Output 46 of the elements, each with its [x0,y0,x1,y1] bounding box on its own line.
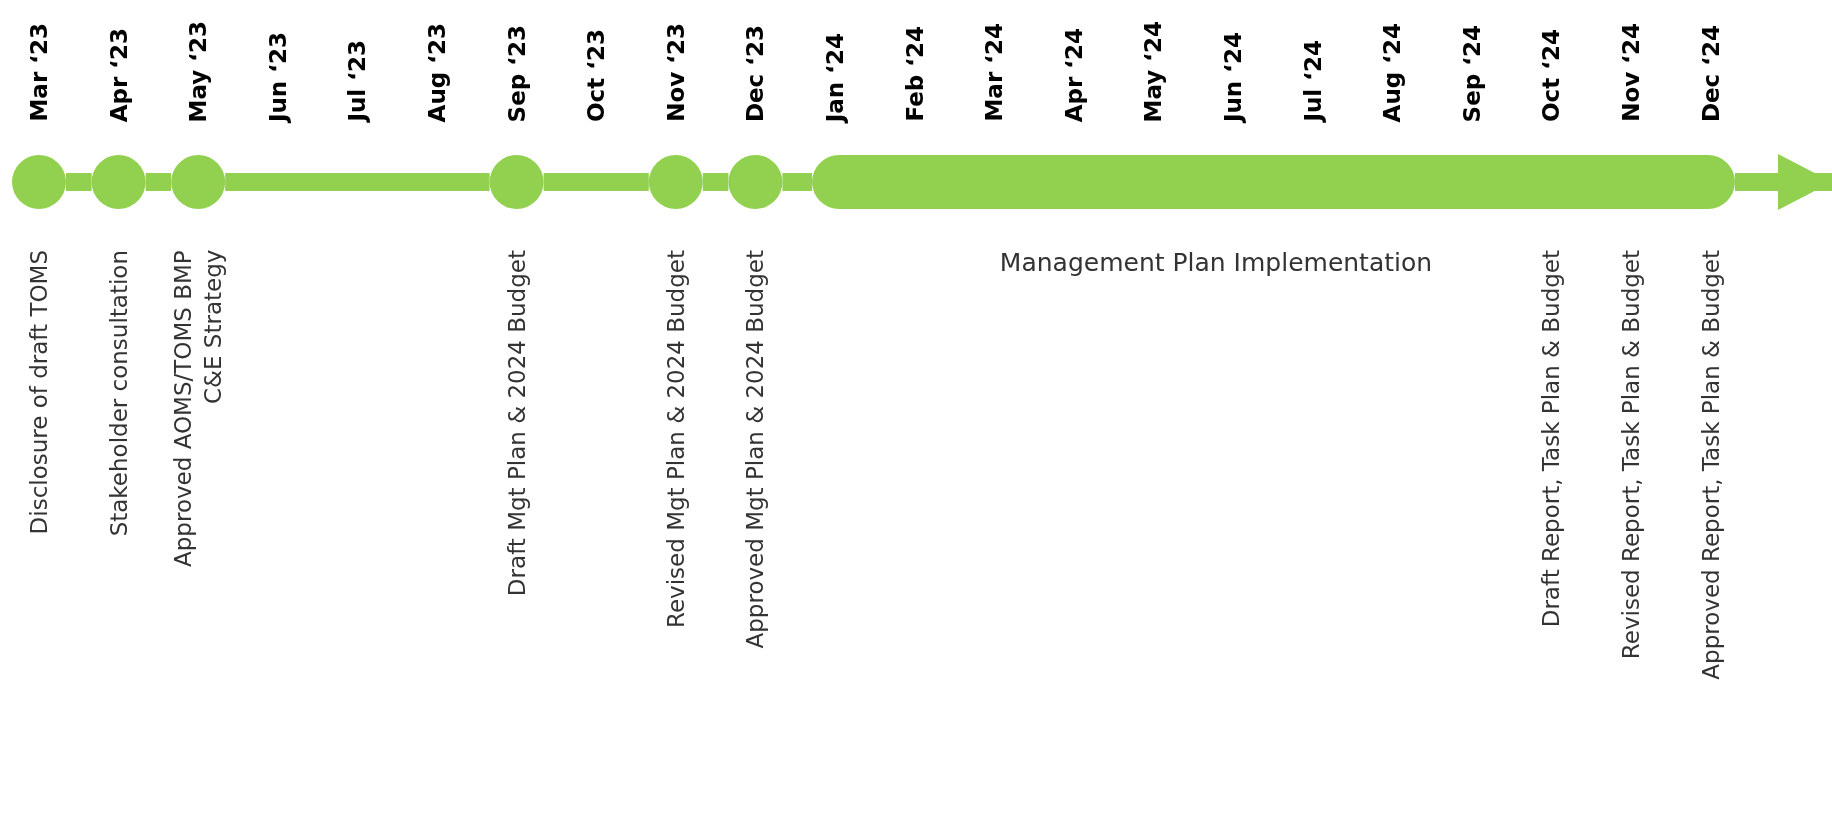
month-label: Nov ‘24 [1617,23,1645,122]
milestone-circle [91,155,146,209]
phase-bar [812,155,1735,209]
milestone-circle [728,155,783,209]
milestone-label: Approved Mgt Plan & 2024 Budget [741,250,770,649]
milestone-circle [12,155,66,209]
month-label: Aug ‘24 [1378,22,1407,122]
milestone-circle [648,155,703,209]
month-label: Dec ‘24 [1696,24,1725,122]
month-label: Oct ‘23 [582,29,611,122]
month-label: Sep ‘23 [502,24,531,122]
month-label: Dec ‘23 [741,24,770,122]
timeline-line [543,173,649,191]
month-label: Sep ‘24 [1457,24,1486,122]
month-label: Aug ‘23 [423,22,451,122]
month-label: May ‘24 [1139,20,1168,122]
timeline-line [145,173,172,191]
milestone-label: Stakeholder consultation [104,250,133,537]
timeline-line [702,173,729,191]
milestone-label: Revised Report, Task Plan & Budget [1617,250,1645,660]
timeline-line [225,173,490,191]
month-label: Jan ‘24 [821,32,849,122]
milestone-circle [171,155,226,209]
month-label: Nov ‘23 [661,23,690,122]
timeline-line [782,173,812,191]
month-label: Jun ‘23 [263,31,292,122]
month-label: Jun ‘24 [1219,31,1247,122]
month-label: Jul ‘24 [1298,40,1327,122]
phase-label: Management Plan Implementation [999,248,1433,277]
month-label: May ‘23 [184,20,213,122]
milestone-label: Draft Mgt Plan & 2024 Budget [502,250,531,597]
month-label: Mar ‘23 [25,23,53,122]
milestone-label: Draft Report, Task Plan & Budget [1537,250,1566,628]
timeline-line [66,173,92,191]
month-label: Mar ‘24 [980,23,1009,122]
month-label: Apr ‘24 [1059,27,1088,122]
milestone-label: Disclosure of draft TOMS [25,250,53,535]
month-label: Feb ‘24 [900,26,929,122]
milestone-label: Approved Report, Task Plan & Budget [1696,250,1725,680]
month-label: Oct ‘24 [1537,29,1566,122]
timeline-arrow [1735,154,1832,210]
month-label: Apr ‘23 [104,27,133,122]
milestone-label: Approved AOMS/TOMS BMP C&E Strategy [169,250,228,569]
month-label: Jul ‘23 [343,40,372,122]
milestone-circle [489,155,544,209]
milestone-label: Revised Mgt Plan & 2024 Budget [661,250,690,628]
